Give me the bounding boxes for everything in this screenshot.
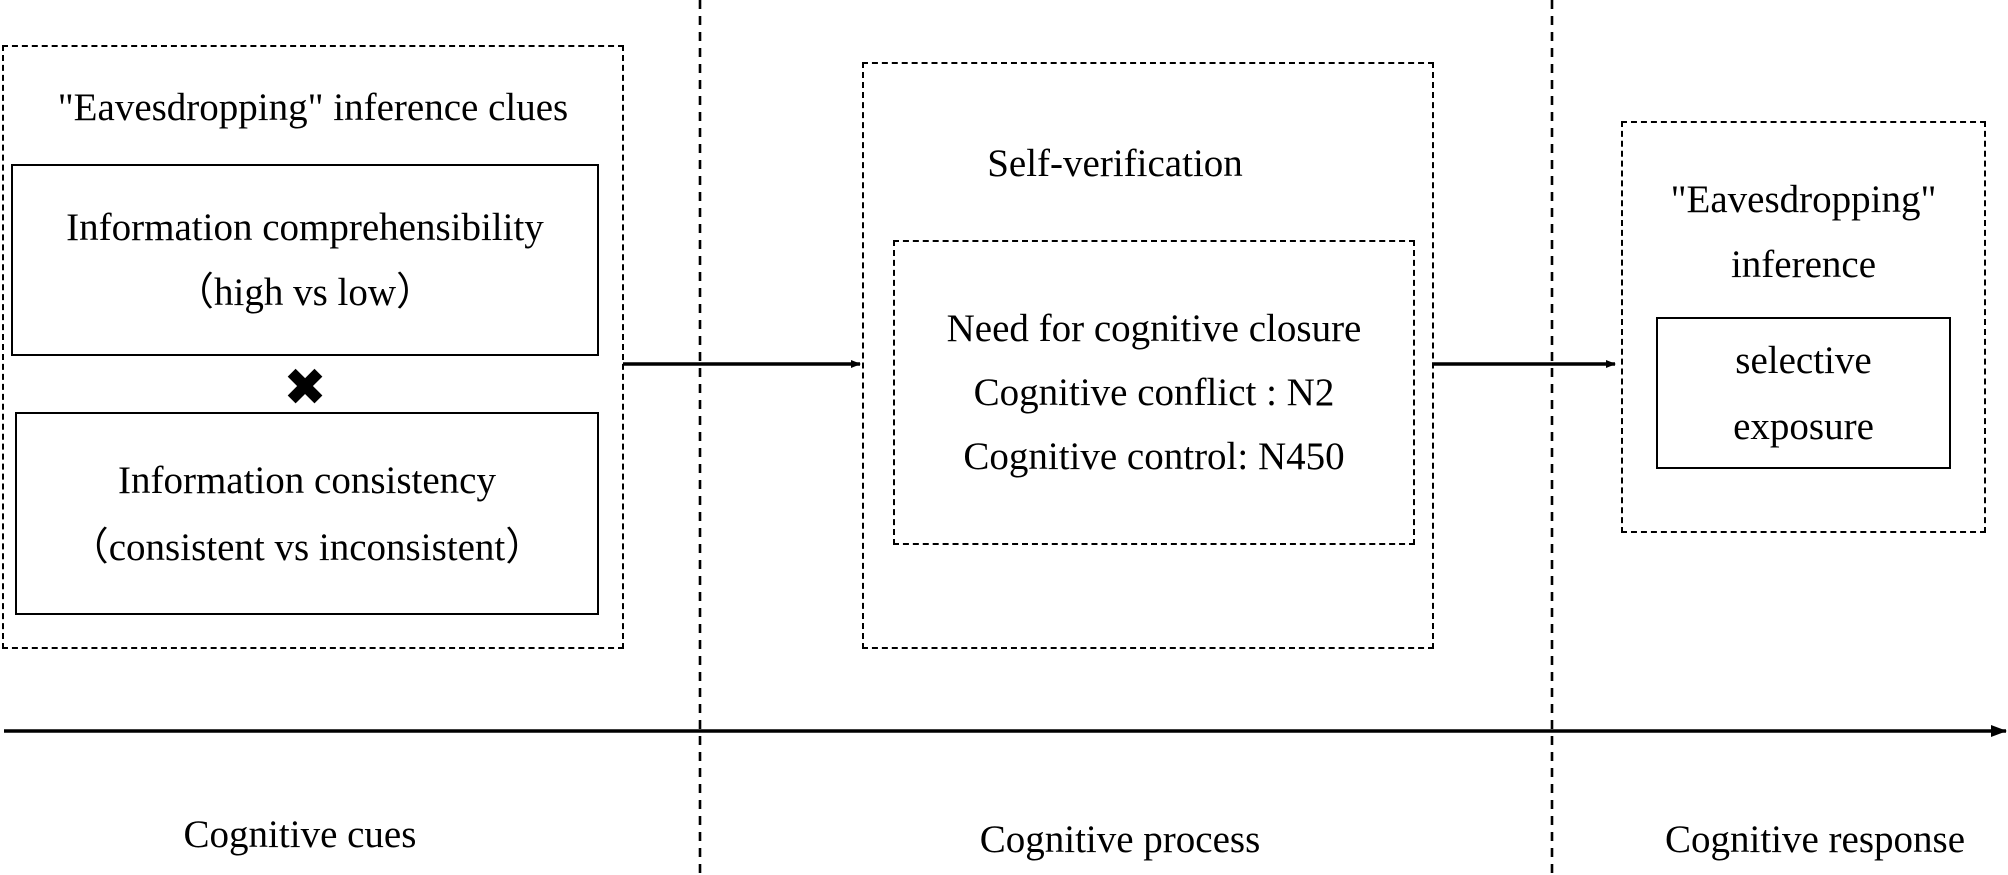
stage-label-response: Cognitive response [1664, 818, 1966, 861]
stage-label-process: Cognitive process [979, 818, 1261, 861]
comprehensibility-label: Information comprehensibility [66, 206, 544, 249]
selective-exposure-line2: exposure [1733, 404, 1874, 448]
response-group-title-line1: "Eavesdropping" [1670, 178, 1937, 221]
consistency-levels: （consistent vs inconsistent） [69, 525, 545, 569]
interaction-cross-icon: ✖ [283, 358, 327, 418]
stage-label-cues: Cognitive cues [183, 813, 417, 856]
process-group-title: Self-verification [987, 142, 1243, 185]
comprehensibility-levels: （high vs low） [174, 271, 435, 314]
selective-exposure-box: selective exposure [1656, 317, 1951, 469]
response-group-title-line2: inference [1730, 243, 1877, 286]
selective-exposure-line1: selective [1735, 338, 1872, 382]
response-group [1621, 121, 1986, 533]
closure-box: Need for cognitive closure Cognitive con… [893, 240, 1415, 545]
cues-group-title: "Eavesdropping" inference clues [57, 86, 569, 129]
cues-group [2, 45, 624, 649]
consistency-label: Information consistency [118, 458, 496, 502]
conflict-label: Cognitive conflict : N2 [973, 371, 1335, 414]
process-group [862, 62, 1434, 649]
comprehensibility-box: Information comprehensibility （high vs l… [11, 164, 599, 356]
closure-label: Need for cognitive closure [946, 307, 1362, 350]
control-label: Cognitive control: N450 [963, 435, 1345, 478]
consistency-box: Information consistency （consistent vs i… [15, 412, 599, 615]
